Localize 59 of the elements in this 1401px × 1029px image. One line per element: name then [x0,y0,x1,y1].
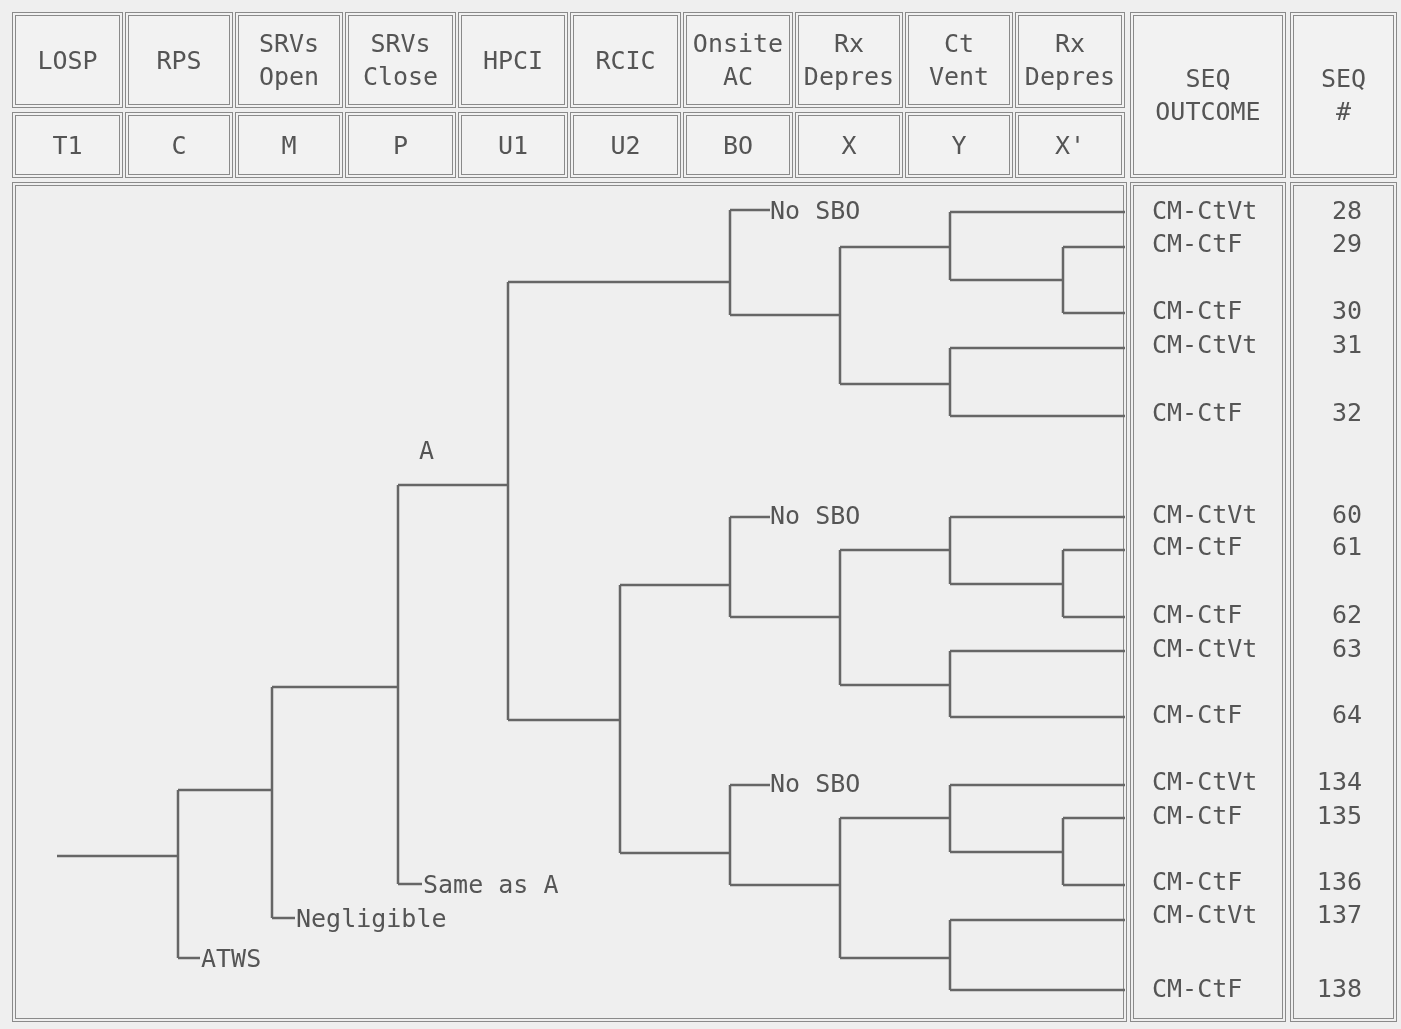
column-header: Ct Vent [928,28,990,93]
branch-label: A [419,436,435,466]
sequence-number: 31 [1331,330,1362,360]
branch-label: No SBO [770,196,861,226]
sequence-number: 60 [1331,500,1362,530]
column-header: SRVs Open [258,28,320,93]
column-header: RCIC [595,44,656,77]
column-header: HPCI [482,44,544,77]
column-header: RPS [156,44,202,77]
column-header: Y [951,129,967,162]
column-header: SRVs Close [362,28,439,93]
sequence-number: 136 [1316,867,1362,897]
sequence-number: 32 [1331,398,1362,428]
column-header: X [841,129,857,162]
sequence-number: 61 [1331,532,1362,562]
sequence-outcome: CM-CtF [1152,700,1243,730]
column-header: BO [722,129,754,162]
sequence-outcome: CM-CtF [1152,398,1243,428]
sequence-outcome: CM-CtVt [1152,900,1258,930]
sequence-outcome: CM-CtVt [1152,330,1258,360]
column-header: Rx Depres [803,28,895,93]
column-header: C [171,129,187,162]
branch-label: Negligible [296,904,447,934]
sequence-outcome: CM-CtVt [1152,634,1258,664]
sequence-outcome: CM-CtVt [1152,767,1258,797]
column-header: U2 [610,129,641,162]
branch-label: ATWS [201,944,262,974]
sequence-number: 134 [1316,767,1362,797]
sequence-outcome: CM-CtF [1152,600,1243,630]
sequence-outcome: CM-CtVt [1152,500,1258,530]
branch-label: No SBO [770,769,861,799]
sequence-outcome: CM-CtVt [1152,196,1258,226]
column-header: U1 [497,129,529,162]
column-header: X' [1054,129,1086,162]
sequence-number: 137 [1316,900,1362,930]
sequence-number: 138 [1316,974,1362,1004]
column-header: M [281,129,297,162]
sequence-number: 64 [1331,700,1362,730]
column-header: Rx Depres [1024,28,1116,93]
sequence-number: 63 [1331,634,1362,664]
sequence-number: 29 [1331,229,1362,259]
sequence-outcome: CM-CtF [1152,296,1243,326]
column-header: Onsite AC [692,28,784,93]
sequence-number: 28 [1331,196,1362,226]
column-header: P [392,129,409,162]
sequence-number: 135 [1316,801,1362,831]
branch-label: Same as A [423,870,559,900]
sequence-outcome: CM-CtF [1152,867,1243,897]
sequence-number: 62 [1331,600,1362,630]
sequence-outcome: CM-CtF [1152,974,1243,1004]
branch-label: No SBO [770,501,861,531]
column-header: LOSP [37,44,98,77]
column-header: SEQ OUTCOME [1155,63,1261,128]
sequence-outcome: CM-CtF [1152,801,1243,831]
sequence-outcome: CM-CtF [1152,532,1243,562]
column-header: T1 [52,129,83,162]
sequence-number: 30 [1331,296,1362,326]
sequence-outcome: CM-CtF [1152,229,1243,259]
column-header: SEQ # [1320,63,1367,128]
